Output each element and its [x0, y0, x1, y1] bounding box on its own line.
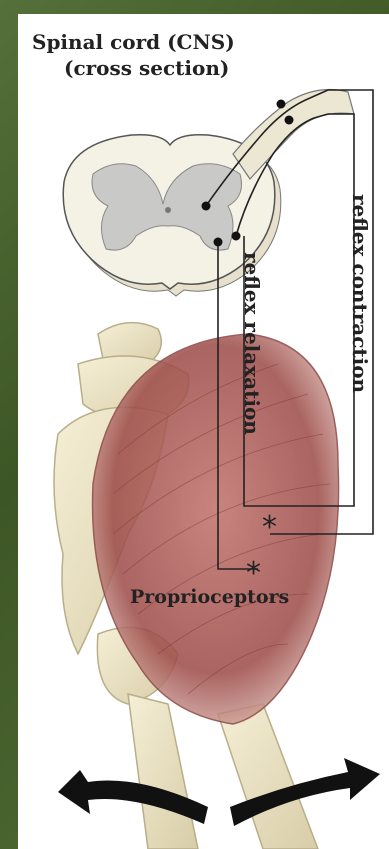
receptor-marker-lower: *	[246, 556, 261, 591]
leg-left	[128, 694, 198, 849]
spinal-cord-cross-section	[63, 90, 354, 296]
dorsal-root	[233, 90, 354, 179]
receptor-marker-upper: *	[262, 510, 277, 545]
label-reflex-contraction: reflex contraction	[348, 194, 372, 393]
reflex-diagram	[18, 14, 389, 849]
title-line-1: Spinal cord (CNS)	[32, 30, 235, 54]
label-proprioceptors: Proprioceptors	[130, 586, 289, 608]
movement-arrows	[58, 758, 380, 826]
diagram-panel: Spinal cord (CNS) (cross section) reflex…	[18, 14, 389, 849]
label-reflex-relaxation: reflex relaxation	[240, 252, 264, 435]
title-line-2: (cross section)	[64, 56, 229, 80]
leg-right	[218, 704, 318, 849]
